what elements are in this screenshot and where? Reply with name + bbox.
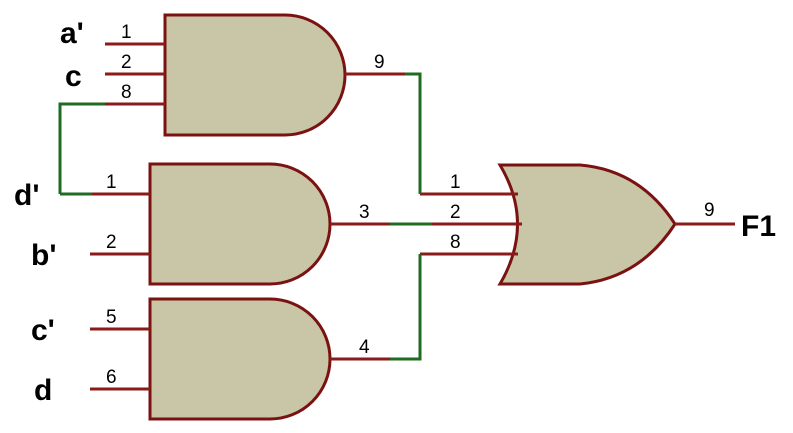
signal-b-not-label: b' (31, 239, 56, 272)
and-gate-3: 5 6 4 (90, 297, 390, 421)
and-gate-1-pin-2-label: 2 (121, 52, 132, 73)
and-gate-3-body (148, 297, 332, 421)
or-gate: 1 2 8 9 (420, 163, 735, 286)
and-gate-3-output-label: 4 (359, 337, 370, 358)
or-gate-output-label: 9 (704, 200, 715, 221)
signal-a-not-label: a' (60, 17, 84, 50)
and-gate-1: 1 2 8 9 (105, 13, 405, 137)
and-gate-3-pin-6-label: 6 (106, 367, 117, 388)
wire-gate3-to-or (390, 254, 422, 361)
and-gate-2-body (148, 162, 332, 286)
wire-gate1-to-or (405, 72, 422, 194)
or-gate-pin-1-label: 1 (450, 172, 461, 193)
and-gate-1-pin-8-label: 8 (121, 82, 132, 103)
and-gate-1-body (163, 13, 347, 137)
and-gate-2-output-label: 3 (359, 202, 370, 223)
signal-d-not-label: d' (14, 179, 39, 212)
and-gate-2-pin-1-label: 1 (106, 172, 117, 193)
and-gate-2: 1 2 3 (90, 162, 390, 286)
and-gate-1-pin-1-label: 1 (121, 22, 132, 43)
signal-d-label: d (34, 374, 52, 407)
or-gate-pin-2-label: 2 (450, 202, 461, 223)
signal-c-not-label: c' (31, 314, 55, 347)
and-gate-2-pin-2-label: 2 (106, 232, 117, 253)
and-gate-3-pin-5-label: 5 (106, 307, 117, 328)
or-gate-pin-8-label: 8 (450, 232, 461, 253)
or-gate-body (497, 163, 677, 286)
signal-c-label: c (65, 60, 82, 93)
and-gate-1-output-label: 9 (374, 52, 385, 73)
wire-d-not-branch (58, 102, 105, 194)
output-f1-label: F1 (741, 210, 776, 243)
